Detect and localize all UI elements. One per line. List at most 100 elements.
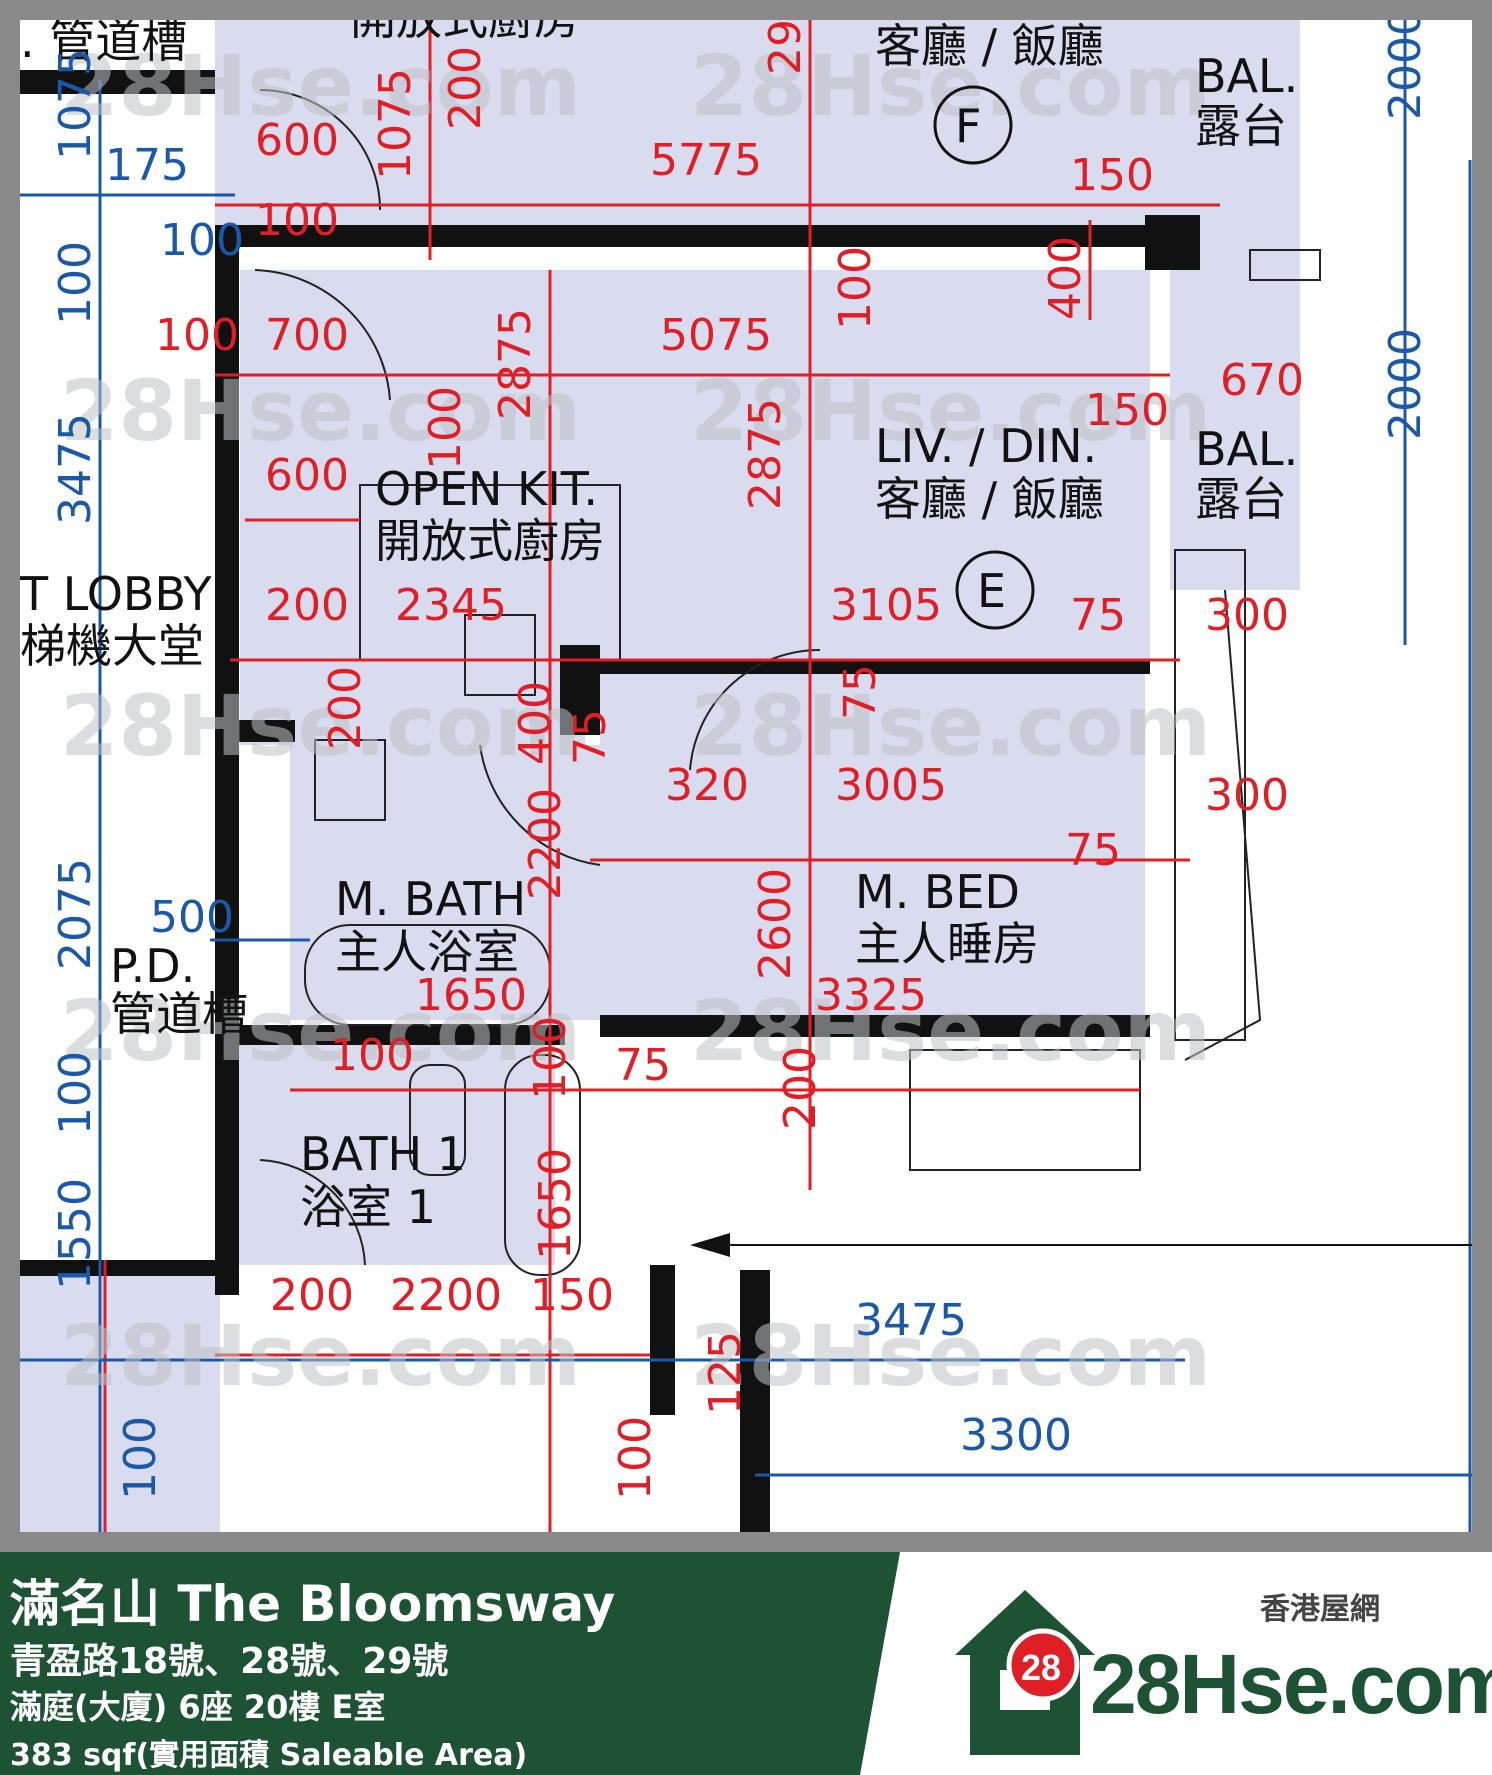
basin: [314, 739, 386, 821]
dim-red: 5075: [660, 310, 772, 361]
balcony-top-zh: 露台: [1195, 99, 1287, 153]
dim-blue: 100: [50, 1051, 101, 1135]
dim-blue: 100: [50, 241, 101, 325]
door-swing: [254, 269, 391, 401]
m-bath-en: M. BATH: [335, 872, 526, 926]
watermark: 28Hse.com: [60, 982, 581, 1080]
dim-red: 100: [155, 310, 239, 361]
dim-red: 2600: [750, 868, 801, 980]
dim-red: 600: [265, 450, 349, 501]
watermark: 28Hse.com: [60, 362, 581, 460]
dim-red: 200: [320, 666, 371, 750]
lobby-en: T LOBBY: [20, 567, 213, 621]
logo-tagline: 香港屋網: [1260, 1592, 1380, 1627]
liv-din-e-en: LIV. / DIN.: [875, 419, 1097, 473]
dim-red: 5775: [650, 135, 762, 186]
dim-red: 100: [255, 195, 339, 246]
dim-red: 200: [270, 1270, 354, 1321]
dim-red: 150: [1085, 385, 1169, 436]
balcony-mid-zh: 露台: [1195, 472, 1287, 526]
dim-blue: 100: [115, 1416, 166, 1500]
bath1-zh: 浴室 1: [300, 1180, 436, 1234]
master-bath-fill: [290, 745, 610, 1020]
dim-red: 125: [700, 1331, 751, 1415]
dim-red: 150: [1070, 150, 1154, 201]
bath1-fill: [235, 1045, 555, 1265]
wall: [215, 1025, 565, 1045]
house-icon: 28: [955, 1590, 1095, 1755]
ac-platform: [909, 1049, 1141, 1171]
wall: [650, 1265, 675, 1415]
open-kit-zh: 開放式廚房: [375, 514, 605, 568]
pd-label-top: . 管道槽: [20, 20, 187, 68]
dim-red: 300: [1205, 590, 1289, 641]
watermark: 28Hse.com: [60, 37, 581, 135]
dim-red: 600: [255, 115, 339, 166]
lobby-zh: 梯機大堂: [20, 619, 204, 673]
dim-red: 3005: [835, 760, 947, 811]
watermark: 28Hse.com: [60, 677, 581, 775]
logo-brand: 28Hse.com: [1090, 1637, 1492, 1731]
dim-red: 100: [525, 1016, 576, 1100]
dim-red: 75: [615, 1040, 671, 1091]
28hse-logo: 28 香港屋網 28Hse.com: [955, 1580, 1492, 1760]
dim-red: 100: [420, 386, 471, 470]
balcony-top-en: BAL.: [1195, 49, 1298, 103]
wall: [20, 1260, 220, 1276]
watermark: 28Hse.com: [690, 37, 1211, 135]
dim-red: 200: [440, 46, 491, 130]
dim-red: 2200: [520, 788, 571, 900]
master-bed-fill: [600, 665, 1145, 1025]
dim-red: 2875: [740, 398, 791, 510]
dim-blue: 500: [150, 892, 234, 943]
dim-red: 75: [1065, 825, 1121, 876]
kitchen-fill: [240, 410, 585, 745]
dim-red: 29: [760, 20, 811, 75]
dim-blue: 3300: [960, 1410, 1072, 1461]
dim-red: 3325: [815, 970, 927, 1021]
listing-info-panel: 滿名山 The Bloomsway 青盈路18號、28號、29號 滿庭(大廈) …: [0, 1552, 900, 1775]
dim-red: 670: [1220, 355, 1304, 406]
floor-plan: 28Hse.com 28Hse.com 28Hse.com 28Hse.com …: [20, 20, 1472, 1532]
door-swing: [259, 89, 381, 211]
arrow-head: [690, 1233, 730, 1257]
bay-window: [1184, 589, 1262, 1061]
saleable-area: 383 sqf(實用面積 Saleable Area): [10, 1738, 528, 1773]
toilet: [409, 1064, 466, 1176]
unit-mark-e: [955, 550, 1035, 630]
m-bath-zh: 主人浴室: [335, 925, 519, 979]
dim-blue: 2000: [1380, 328, 1431, 440]
estate-title: 滿名山 The Bloomsway: [10, 1575, 616, 1633]
dim-red: 75: [565, 709, 616, 765]
m-bed-zh: 主人睡房: [855, 917, 1039, 971]
wall: [215, 225, 1150, 247]
dim-blue: 3475: [50, 413, 101, 525]
estate-address: 青盈路18號、28號、29號: [10, 1641, 449, 1682]
dim-red: 300: [1205, 770, 1289, 821]
dim-red: 320: [665, 760, 749, 811]
dim-red: 700: [265, 310, 349, 361]
wall: [215, 1025, 239, 1295]
dim-red: 1650: [530, 1148, 581, 1260]
window-frame: [1174, 549, 1246, 1041]
unit-mark-f-text: F: [955, 99, 981, 153]
sink: [464, 614, 536, 696]
wall: [215, 720, 295, 742]
dim-red: 150: [530, 1270, 614, 1321]
unit-mark-f: [933, 85, 1013, 165]
watermark: 28Hse.com: [60, 1307, 581, 1405]
bathtub-bath1: [504, 1054, 581, 1276]
dim-red: 1075: [370, 68, 421, 180]
living-room-f-fill: [215, 20, 1175, 225]
dim-red: 100: [330, 1030, 414, 1081]
dim-red: 100: [610, 1416, 661, 1500]
lower-left-fill: [20, 1265, 220, 1532]
dim-red: 75: [1070, 590, 1126, 641]
dim-red: 2345: [395, 580, 507, 631]
balcony-rail: [1249, 249, 1321, 281]
balcony-fill: [1170, 20, 1300, 590]
dim-red: 2200: [390, 1270, 502, 1321]
dim-blue: 1075: [50, 48, 101, 160]
wall: [1145, 215, 1200, 270]
watermark: 28Hse.com: [690, 982, 1211, 1080]
